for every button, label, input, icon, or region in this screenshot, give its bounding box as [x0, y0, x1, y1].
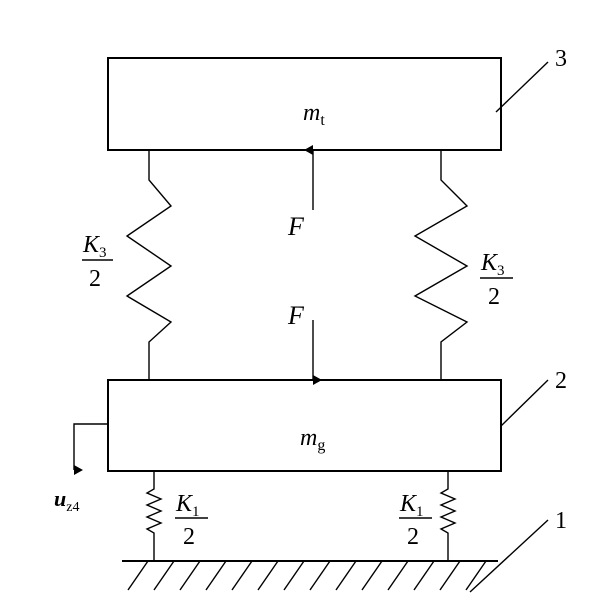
svg-text:2: 2	[183, 524, 195, 550]
displacement-label: uz4	[54, 486, 79, 515]
top-mass-label: mt	[303, 100, 325, 129]
svg-text:2: 2	[407, 524, 419, 550]
lower-left-spring	[145, 471, 163, 561]
svg-text:2: 2	[89, 266, 101, 292]
callout-1-leader	[469, 519, 549, 593]
lower-right-stiffness-label: K1 2	[399, 491, 432, 550]
force-up-label: F	[287, 212, 305, 241]
svg-text:K3: K3	[480, 250, 505, 279]
lower-left-stiffness-label: K1 2	[175, 491, 208, 550]
upper-left-stiffness-label: K3 2	[82, 232, 113, 292]
svg-text:K1: K1	[175, 491, 200, 520]
svg-text:K3: K3	[82, 232, 107, 261]
callout-3-label: 3	[555, 46, 567, 72]
callout-1-label: 1	[555, 508, 567, 534]
callout-3-leader	[495, 61, 549, 113]
lower-right-spring	[439, 471, 457, 561]
svg-text:2: 2	[488, 284, 500, 310]
displacement-arrow	[73, 423, 108, 475]
svg-text:K1: K1	[399, 491, 424, 520]
ground-hatching	[127, 560, 487, 591]
bottom-mass-label: mg	[300, 425, 325, 454]
upper-left-spring	[125, 150, 173, 380]
callout-2-label: 2	[555, 368, 567, 394]
upper-right-spring	[413, 150, 469, 380]
callout-2-leader	[500, 379, 549, 427]
force-down-label: F	[287, 301, 305, 330]
upper-right-stiffness-label: K3 2	[480, 250, 513, 310]
